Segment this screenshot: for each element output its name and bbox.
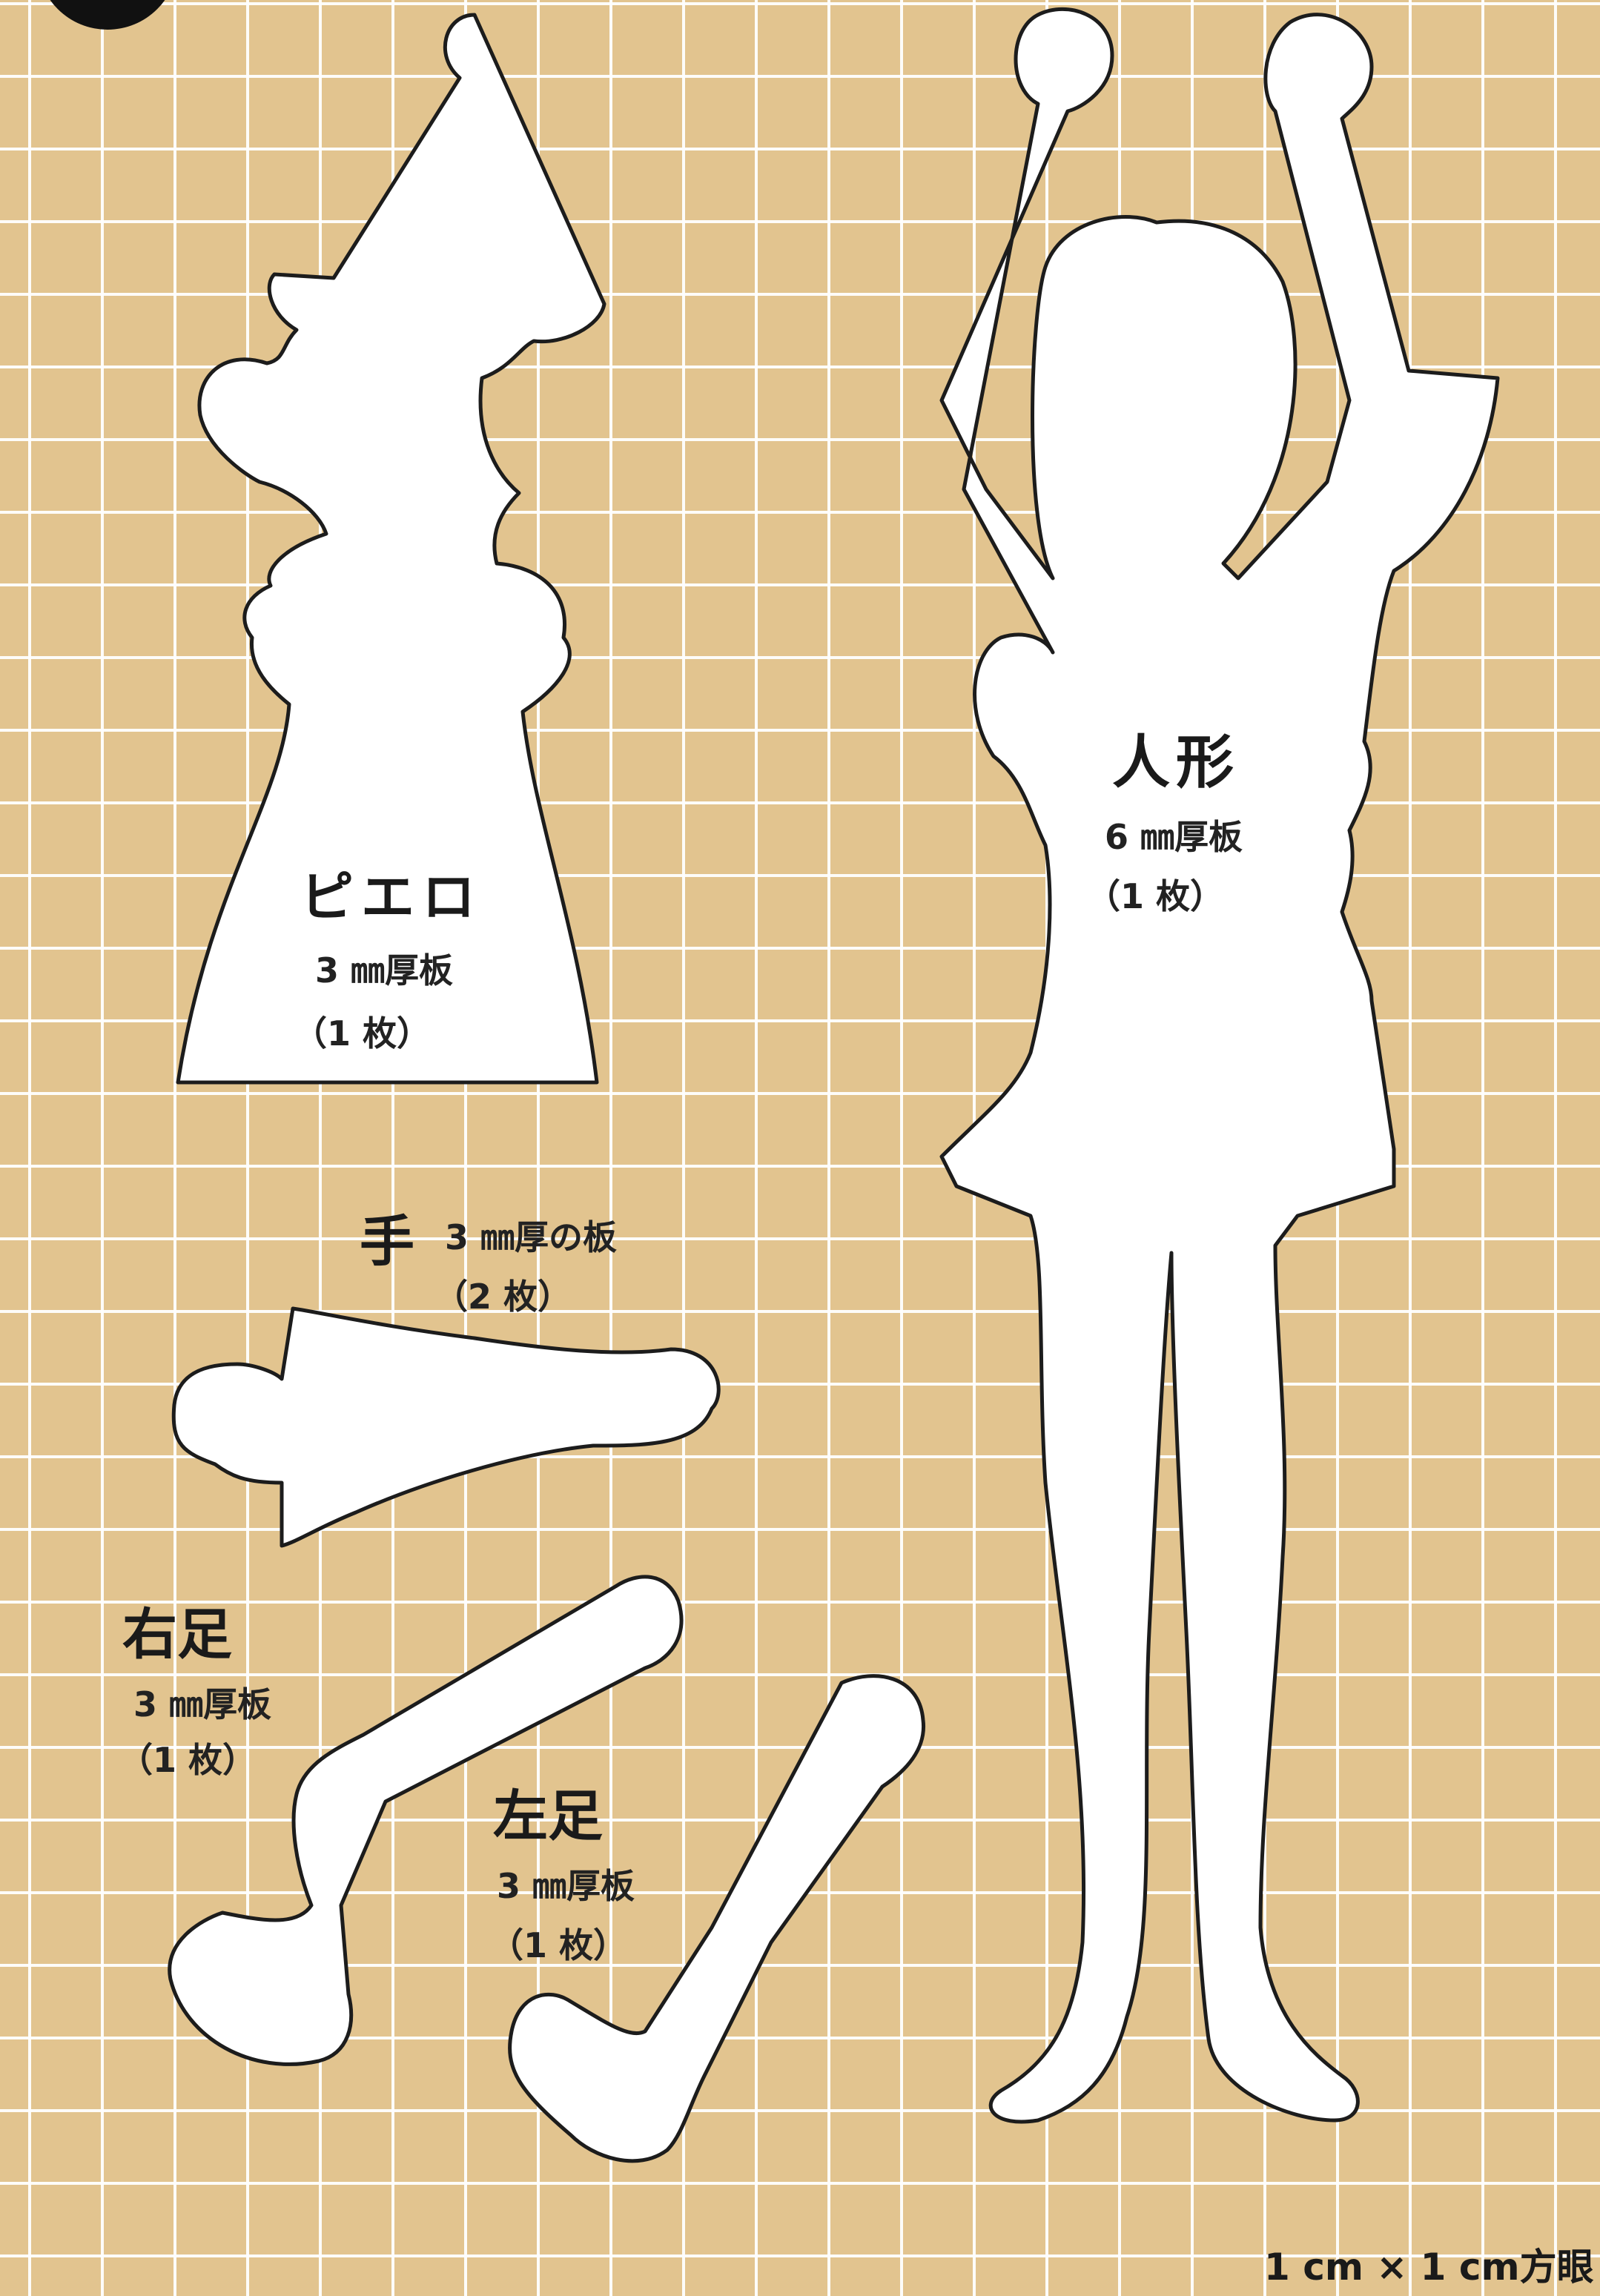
left-leg-label: 左足 3 ㎜厚板 （1 枚） <box>489 1784 635 1965</box>
right-leg-thickness: 3 ㎜厚板 <box>133 1684 271 1724</box>
hand-count: （2 枚） <box>434 1277 572 1317</box>
left-leg-count: （1 枚） <box>489 1925 627 1965</box>
right-leg-piece <box>168 1575 684 2066</box>
clown-label: ピエロ 3 ㎜厚板 （1 枚） <box>293 866 483 1053</box>
hand-label: 手 3 ㎜厚の板 （2 枚） <box>360 1210 617 1317</box>
grid-scale-note: 1 cm × 1 cm方眼 <box>1264 2246 1594 2289</box>
hand-name: 手 <box>360 1210 414 1274</box>
left-leg-name: 左足 <box>493 1784 603 1848</box>
doll-count: （1 枚） <box>1086 876 1224 916</box>
left-leg-piece <box>508 1674 926 2163</box>
right-leg-name: 右足 <box>122 1603 232 1667</box>
left-leg-thickness: 3 ㎜厚板 <box>497 1866 635 1906</box>
doll-piece <box>939 7 1500 2124</box>
corner-badge <box>50 0 165 30</box>
doll-name: 人形 <box>1112 730 1240 796</box>
hand-piece <box>171 1306 721 1548</box>
right-leg-count: （1 枚） <box>119 1740 257 1780</box>
clown-piece <box>176 13 606 1085</box>
doll-label: 人形 6 ㎜厚板 （1 枚） <box>1086 730 1243 916</box>
clown-name: ピエロ <box>300 866 483 928</box>
right-leg-label: 右足 3 ㎜厚板 （1 枚） <box>119 1603 271 1780</box>
clown-thickness: 3 ㎜厚板 <box>315 950 453 990</box>
hand-thickness: 3 ㎜厚の板 <box>445 1217 617 1257</box>
doll-thickness: 6 ㎜厚板 <box>1105 817 1243 857</box>
clown-count: （1 枚） <box>293 1013 431 1053</box>
